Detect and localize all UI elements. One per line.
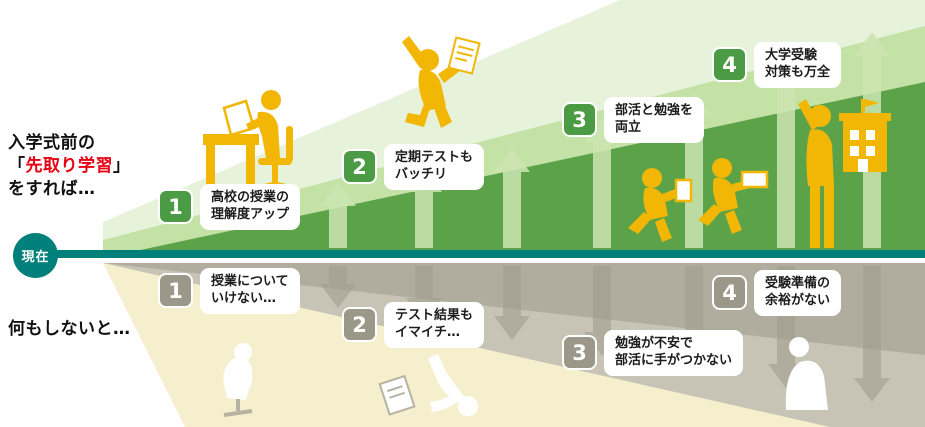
bottom-step-3: 3 勉強が不安で 部活に手がつかない — [562, 330, 744, 376]
top-step-3: 3 部活と勉強を 両立 — [562, 97, 705, 143]
intro-highlight: 先取り学習 — [25, 155, 113, 176]
bottom-step-2: 2 テスト結果も イマイチ… — [342, 302, 485, 348]
top-step-2-bubble: 定期テストも バッチリ — [384, 144, 485, 190]
intro-line3: をすれば… — [8, 178, 96, 199]
bottom-step-4-number: 4 — [712, 275, 747, 311]
bottom-step-3-bubble: 勉強が不安で 部活に手がつかない — [604, 330, 744, 376]
top-step-4: 4 大学受験 対策も万全 — [712, 42, 842, 88]
bottom-step-4: 4 受験準備の 余裕がない — [712, 270, 842, 316]
bottom-step-1-bubble: 授業について いけない… — [200, 268, 300, 314]
bottom-step-2-bubble: テスト結果も イマイチ… — [384, 302, 485, 348]
bottom-step-1: 1 授業について いけない… — [158, 268, 300, 314]
jump-success-figure — [402, 36, 481, 128]
intro-bracket-open: 「 — [8, 155, 26, 176]
top-step-3-bubble: 部活と勉強を 両立 — [604, 97, 705, 143]
bottom-step-1-number: 1 — [158, 273, 193, 309]
club-study-figures — [628, 158, 769, 242]
university-goal-figure — [798, 99, 891, 248]
top-step-3-number: 3 — [562, 102, 597, 138]
growth-up-arrows — [320, 32, 890, 248]
bottom-step-2-number: 2 — [342, 307, 377, 343]
now-label: 現在 — [21, 250, 50, 265]
decline-down-arrows — [320, 266, 890, 402]
desk-study-figure — [203, 90, 293, 191]
top-step-1-bubble: 高校の授業の 理解度アップ — [200, 184, 301, 230]
timeline-gap — [28, 258, 925, 262]
top-step-1-number: 1 — [158, 189, 193, 225]
fallen-student-figure — [378, 354, 478, 416]
now-badge: 現在 — [13, 233, 58, 278]
top-step-2: 2 定期テストも バッチリ — [342, 144, 485, 190]
anxious-student-figure — [785, 337, 828, 410]
intro-line1: 入学式前の — [8, 133, 96, 153]
bottom-step-4-bubble: 受験準備の 余裕がない — [754, 270, 842, 316]
top-step-4-number: 4 — [712, 47, 747, 83]
intro-negative-text: 何もしないと… — [8, 319, 131, 339]
bottom-step-3-number: 3 — [562, 335, 597, 371]
intro-positive-text: 入学式前の 「先取り学習」 をすれば… — [8, 132, 131, 201]
top-step-1: 1 高校の授業の 理解度アップ — [158, 184, 301, 230]
intro-bracket-close: 」 — [113, 155, 131, 176]
top-step-4-bubble: 大学受験 対策も万全 — [754, 42, 842, 88]
timeline-line — [28, 250, 925, 258]
top-step-2-number: 2 — [342, 149, 377, 185]
slumped-student-figure — [223, 343, 253, 417]
